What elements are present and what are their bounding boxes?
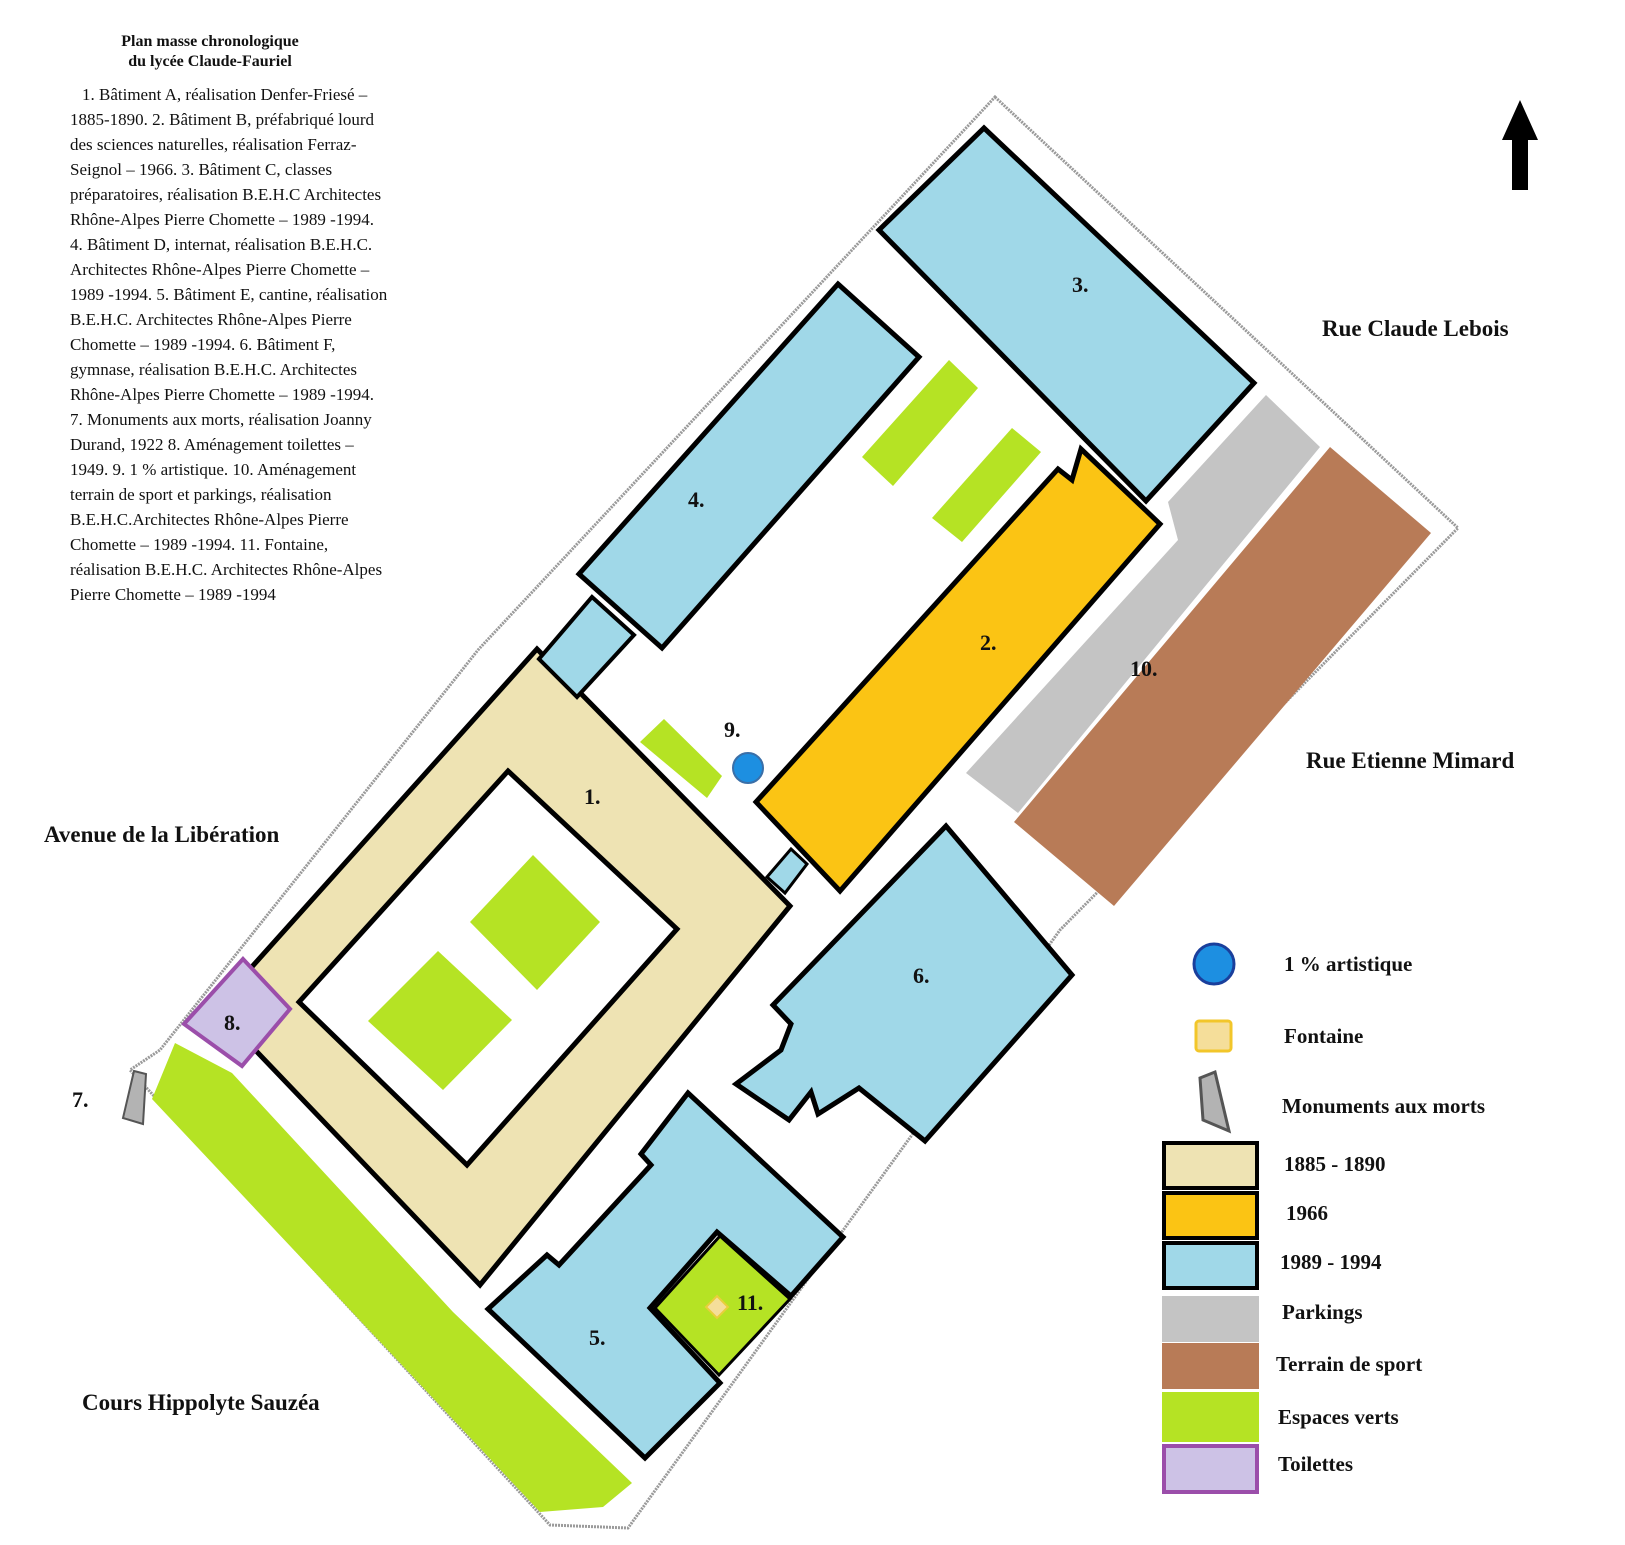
- courtyard-green-1: [470, 855, 600, 990]
- legend-toilettes-swatch: [1162, 1444, 1259, 1494]
- legend-artistique-label: 1 % artistique: [1284, 952, 1413, 976]
- legend-artistique-icon: [1192, 942, 1236, 986]
- legend-fontaine-label: Fontaine: [1284, 1024, 1364, 1048]
- street-claude-lebois: Rue Claude Lebois: [1322, 316, 1509, 341]
- label-fountain-11: 11.: [737, 1290, 764, 1315]
- legend-1989-swatch: [1162, 1241, 1259, 1290]
- legend-toilettes-label: Toilettes: [1278, 1452, 1354, 1476]
- green-court-2: [932, 428, 1041, 542]
- legend-1885-swatch: [1162, 1141, 1259, 1190]
- label-building-2: 2.: [980, 630, 997, 655]
- street-etienne-mimard: Rue Etienne Mimard: [1306, 748, 1515, 773]
- label-artistique-9: 9.: [724, 717, 741, 742]
- map-title-line-1: Plan masse chronologique: [121, 33, 299, 50]
- label-building-4: 4.: [688, 487, 705, 512]
- building-3: [875, 124, 1258, 505]
- map-title: Plan masse chronologique du lycée Claude…: [60, 32, 360, 72]
- courtyard-green-2: [368, 951, 512, 1090]
- label-building-3: 3.: [1072, 272, 1089, 297]
- legend-monuments-label: Monuments aux morts: [1282, 1094, 1485, 1118]
- building-6: [731, 822, 1076, 1145]
- green-sauzea: [152, 1043, 632, 1512]
- building-8-toilets: [181, 956, 293, 1069]
- north-arrow-icon: [1502, 100, 1538, 190]
- label-building-6: 6.: [913, 963, 930, 988]
- parkings: [966, 395, 1320, 813]
- legend-espaces-swatch: [1162, 1392, 1259, 1442]
- sport-ground: [1014, 447, 1431, 906]
- street-liberation: Avenue de la Libération: [44, 822, 280, 847]
- building-5: [484, 1089, 847, 1462]
- legend-parkings-swatch: [1162, 1296, 1259, 1342]
- green-court-1: [862, 360, 978, 486]
- street-sauzea: Cours Hippolyte Sauzéa: [82, 1390, 320, 1415]
- legend-parkings-label: Parkings: [1282, 1300, 1363, 1324]
- legend-monument-icon: [1198, 1069, 1232, 1134]
- monument-7: [121, 1069, 148, 1126]
- legend-1966-swatch: [1162, 1191, 1259, 1240]
- legend-1989-label: 1989 - 1994: [1280, 1250, 1382, 1274]
- connector-4-1: [536, 594, 637, 700]
- building-1: [211, 645, 794, 1289]
- map-title-line-2: du lycée Claude-Fauriel: [128, 53, 292, 70]
- building-4: [575, 280, 923, 652]
- label-building-5: 5.: [589, 1325, 606, 1350]
- legend-terrain-swatch: [1162, 1343, 1259, 1389]
- map-description: 1. Bâtiment A, réalisation Denfer-Friesé…: [70, 85, 388, 604]
- building-2: [752, 444, 1164, 895]
- connector-2-1: [764, 846, 810, 896]
- label-building-8: 8.: [224, 1010, 241, 1035]
- artistique-dot: [732, 752, 764, 784]
- legend-terrain-label: Terrain de sport: [1276, 1352, 1423, 1376]
- legend-espaces-label: Espaces verts: [1278, 1405, 1399, 1429]
- legend-1885-label: 1885 - 1890: [1284, 1152, 1386, 1176]
- legend-1966-label: 1966: [1286, 1201, 1328, 1225]
- label-sport-10: 10.: [1130, 656, 1158, 681]
- label-monument-7: 7.: [72, 1087, 89, 1112]
- label-building-1: 1.: [584, 784, 601, 809]
- legend-fontaine-icon: [1194, 1019, 1233, 1053]
- fountain: [704, 1294, 730, 1320]
- green-court-3: [640, 719, 722, 798]
